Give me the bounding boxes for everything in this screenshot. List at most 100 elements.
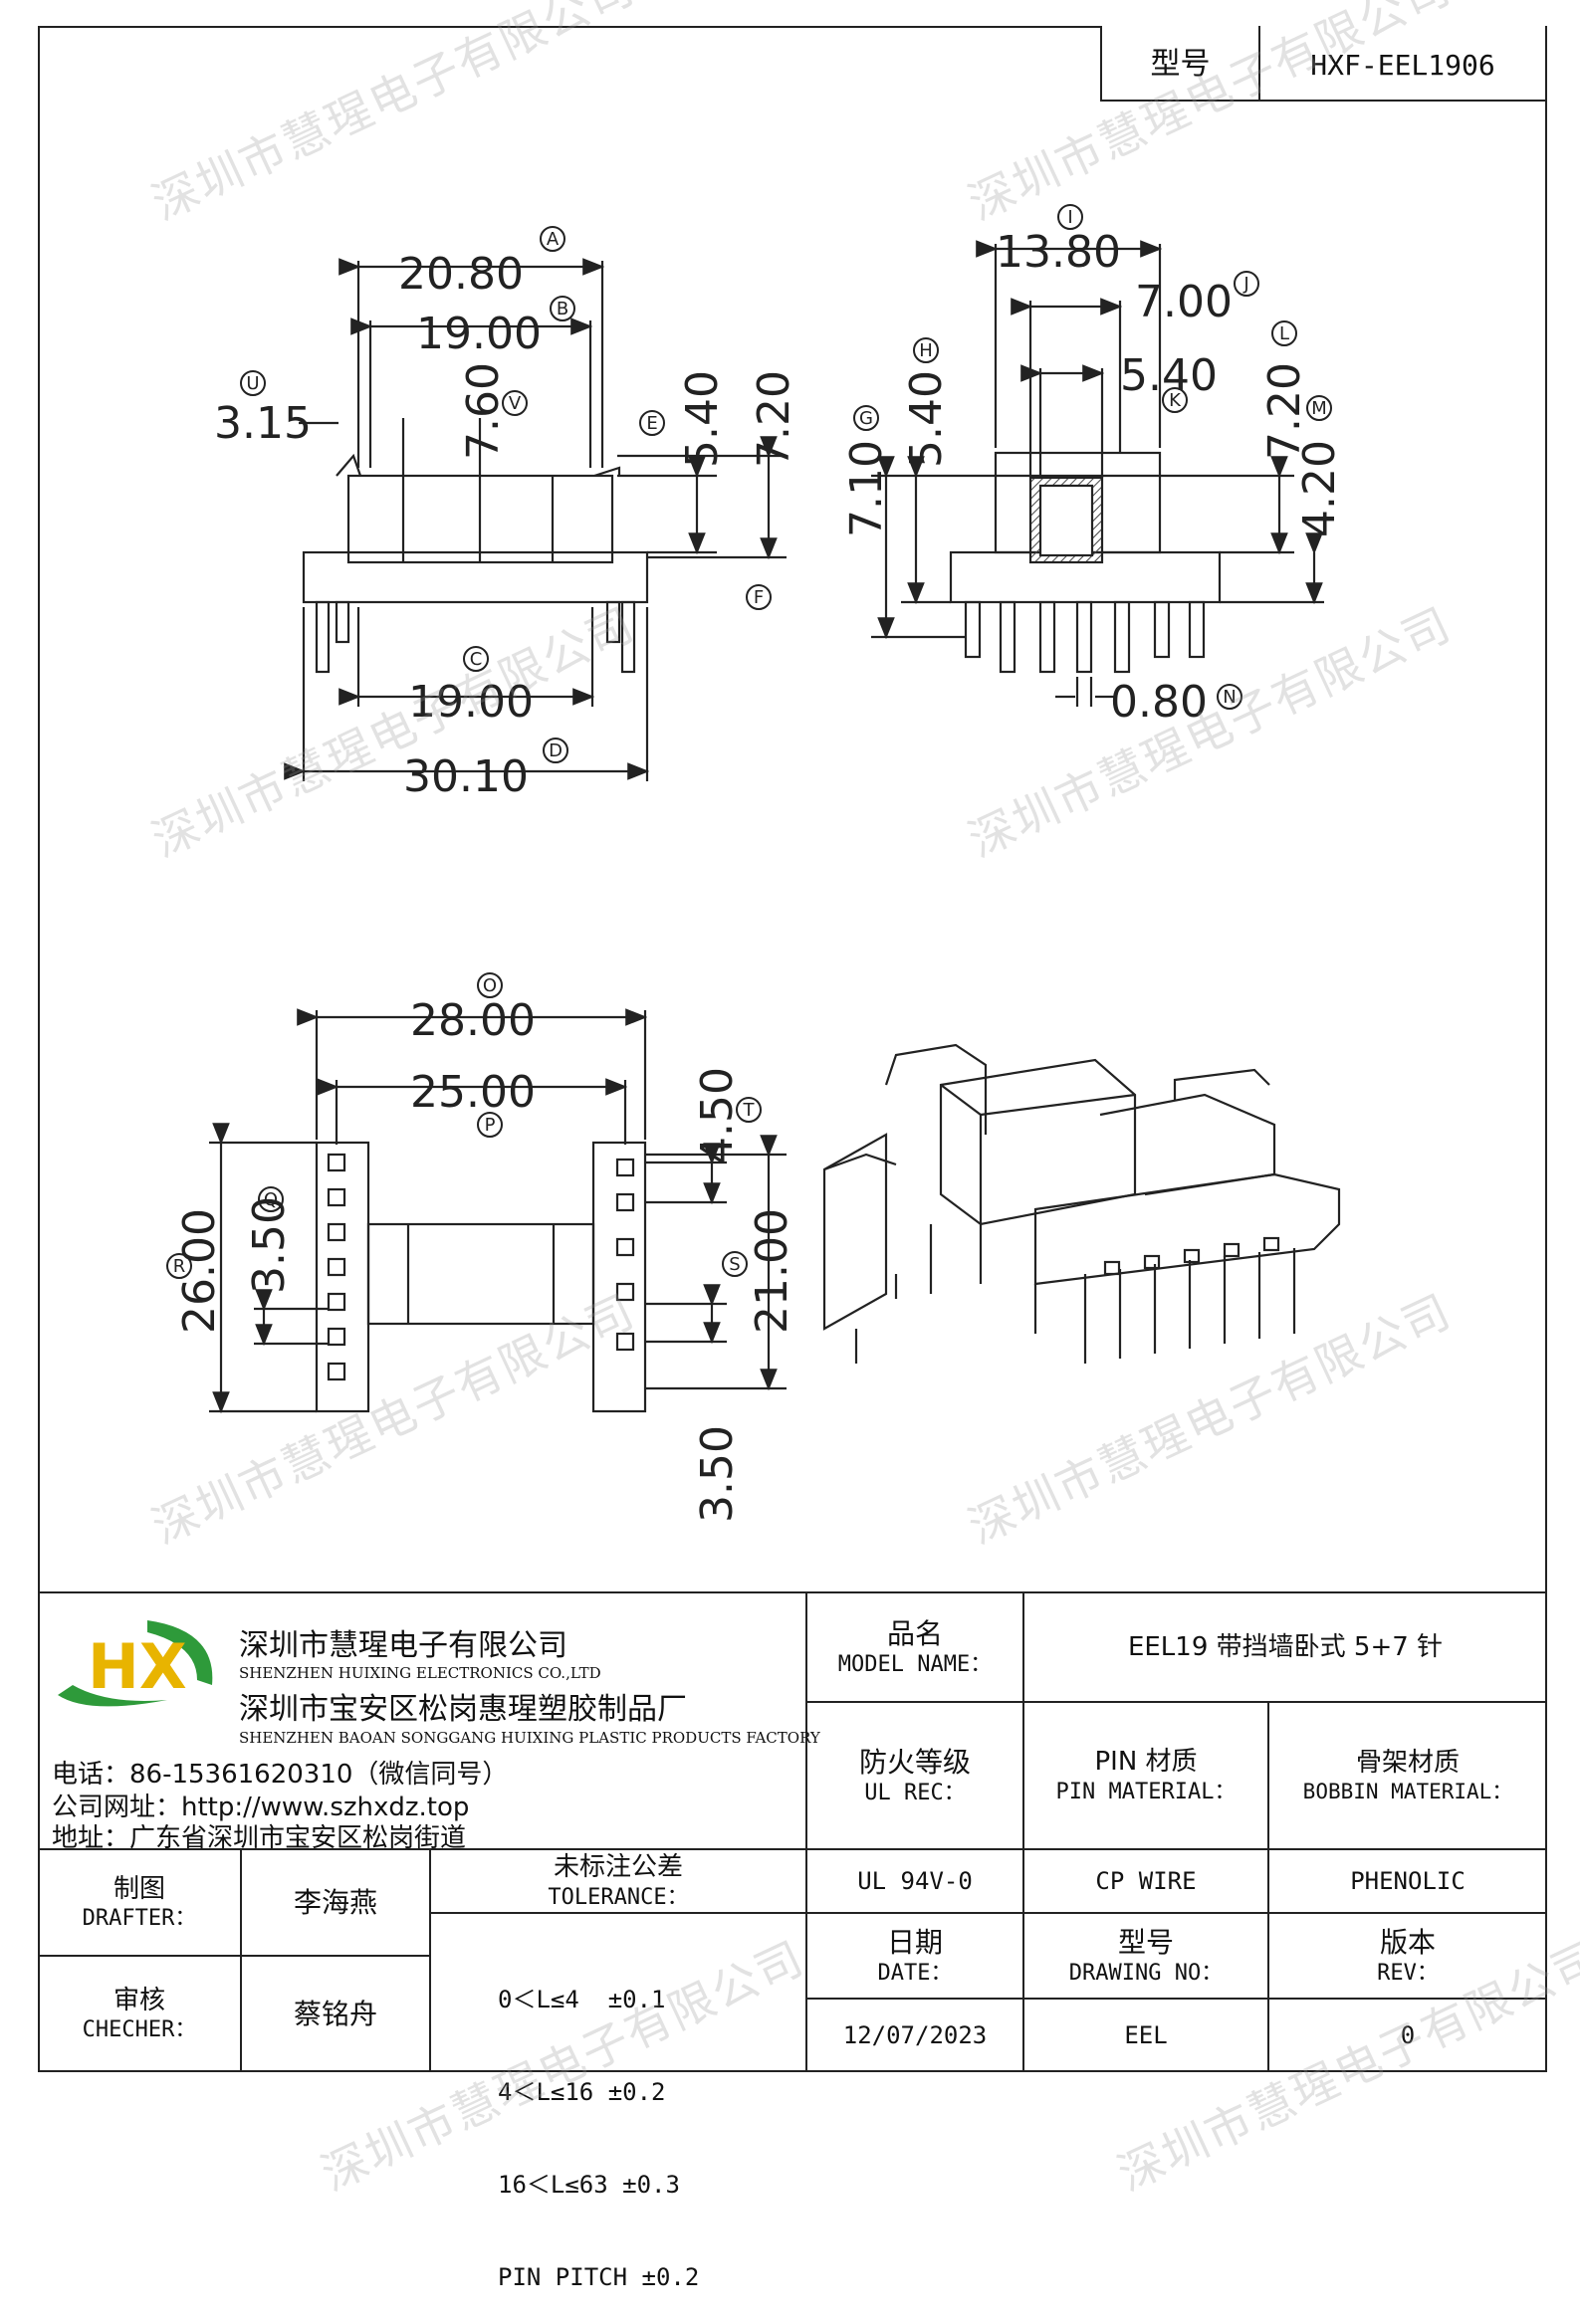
tag-c: C xyxy=(463,646,489,672)
tolerance-label-en: TOLERANCE： xyxy=(548,1884,689,1910)
side-view xyxy=(871,240,1324,707)
dim-g-value: 7.10 xyxy=(841,440,892,537)
header-divider xyxy=(1258,26,1260,102)
date-label: 日期 DATE： xyxy=(808,1915,1021,1997)
tag-d: D xyxy=(543,738,568,763)
dim-c-value: 19.00 xyxy=(408,677,534,728)
svg-text:C: C xyxy=(470,649,483,670)
factory-name-en: SHENZHEN BAOAN SONGGANG HUIXING PLASTIC … xyxy=(239,1729,820,1747)
title-block-grid xyxy=(38,1591,1547,2072)
tolerance-line: 0＜L≤4 ±0.1 xyxy=(498,1986,666,2013)
dim-q-value: 3.50 xyxy=(244,1196,295,1294)
dim-v-value: 7.60 xyxy=(458,362,509,460)
company-name-en: SHENZHEN HUIXING ELECTRONICS CO.,LTD xyxy=(239,1664,601,1682)
company-website[interactable]: 公司网址：http://www.szhxdz.top xyxy=(52,1793,470,1822)
factory-name-cn: 深圳市宝安区松岗惠瑆塑胶制品厂 xyxy=(239,1692,687,1727)
tag-r: R xyxy=(166,1253,192,1279)
pin-material-label-en: PIN MATERIAL： xyxy=(1055,1779,1237,1804)
svg-text:F: F xyxy=(754,587,764,608)
checker-value: 蔡铭舟 xyxy=(293,1998,377,2030)
svg-text:M: M xyxy=(1311,398,1327,419)
tag-v: V xyxy=(502,390,528,416)
tolerance-line: 16＜L≤63 ±0.3 xyxy=(498,2171,680,2199)
date-value: 12/07/2023 xyxy=(842,2021,988,2049)
tag-l: L xyxy=(1271,320,1297,346)
svg-text:V: V xyxy=(509,393,522,414)
model-name-label-en: MODEL NAME： xyxy=(837,1651,993,1677)
svg-text:L: L xyxy=(1279,323,1289,344)
ul-rec-value: UL 94V-0 xyxy=(857,1867,973,1895)
tag-u: U xyxy=(240,370,266,396)
dim-o-value: 28.00 xyxy=(410,995,536,1046)
drawing-frame xyxy=(38,26,1547,2072)
tag-h: H xyxy=(913,337,939,363)
tag-o: O xyxy=(477,972,503,998)
tag-j: J xyxy=(1234,271,1259,297)
svg-text:B: B xyxy=(557,299,568,319)
isometric-view xyxy=(822,1043,1341,1364)
header-model-box xyxy=(1100,26,1547,102)
svg-text:Q: Q xyxy=(264,1189,278,1210)
svg-text:G: G xyxy=(859,408,873,429)
svg-text:P: P xyxy=(485,1115,496,1136)
rev-label-cn: 版本 xyxy=(1379,1925,1436,1959)
bobbin-material-label-en: BOBBIN MATERIAL： xyxy=(1302,1780,1513,1804)
dim-j-value: 7.00 xyxy=(1135,277,1233,327)
drafter-value: 李海燕 xyxy=(293,1886,377,1919)
ul-rec-label-cn: 防火等级 xyxy=(858,1745,971,1779)
drawing-no-label-en: DRAWING NO： xyxy=(1068,1960,1224,1986)
tag-p: P xyxy=(477,1112,503,1138)
tag-f: F xyxy=(746,584,772,610)
svg-text:H: H xyxy=(919,340,933,361)
dim-a-value: 20.80 xyxy=(398,249,524,300)
svg-text:O: O xyxy=(483,975,497,996)
drafter-label-en: DRAFTER： xyxy=(82,1906,197,1931)
logo-text: HX xyxy=(88,1630,187,1703)
model-name-label-cn: 品名 xyxy=(886,1616,943,1650)
dim-p-value: 25.00 xyxy=(410,1067,536,1118)
tag-n: N xyxy=(1217,684,1242,710)
rev-label-en: REV： xyxy=(1377,1960,1439,1986)
company-address: 地址：广东省深圳市宝安区松岗街道 xyxy=(52,1823,467,1853)
rev-value: 0 xyxy=(1400,2021,1416,2049)
dim-t-value: 4.50 xyxy=(692,1067,743,1164)
date-label-en: DATE： xyxy=(877,1960,953,1986)
svg-text:S: S xyxy=(729,1254,740,1275)
dim-n-value: 0.80 xyxy=(1110,677,1208,728)
tag-b: B xyxy=(550,296,575,321)
tolerance-label: 未标注公差 TOLERANCE： xyxy=(432,1851,804,1911)
tag-m: M xyxy=(1306,395,1332,421)
tag-g: G xyxy=(853,405,879,431)
header-model-label: 型号 xyxy=(1150,47,1211,83)
bobbin-material-label: 骨架材质 BOBBIN MATERIAL： xyxy=(1270,1704,1545,1847)
dim-d-value: 30.10 xyxy=(403,751,529,802)
dim-i-value: 13.80 xyxy=(996,227,1121,278)
dim-l-value: 7.20 xyxy=(1259,362,1310,460)
front-view xyxy=(284,258,787,781)
svg-text:I: I xyxy=(1067,207,1072,228)
company-logo: HX xyxy=(58,1620,213,1707)
tag-s: S xyxy=(722,1251,748,1277)
tag-a: A xyxy=(540,226,565,252)
svg-text:U: U xyxy=(246,373,259,394)
svg-text:E: E xyxy=(646,413,657,434)
tolerance-line: PIN PITCH ±0.2 xyxy=(498,2263,700,2291)
dim-h-value: 5.40 xyxy=(901,370,952,468)
dim-b-value: 19.00 xyxy=(416,309,542,359)
ul-rec-label: 防火等级 UL REC： xyxy=(808,1704,1021,1847)
pin-material-label-cn: PIN 材质 xyxy=(1094,1747,1198,1777)
company-phone: 电话：86-15361620310（微信同号） xyxy=(52,1760,509,1790)
bottom-view xyxy=(209,1008,787,1414)
checker-label: 审核 CHECHER： xyxy=(40,1958,239,2070)
drawing-no-label-cn: 型号 xyxy=(1117,1925,1174,1959)
checker-label-cn: 审核 xyxy=(113,1985,165,2015)
svg-text:D: D xyxy=(549,740,563,761)
tolerance-values: 0＜L≤4 ±0.1 4＜L≤16 ±0.2 16＜L≤63 ±0.3 PIN … xyxy=(498,1923,796,2324)
svg-text:N: N xyxy=(1223,687,1236,708)
tag-t: T xyxy=(736,1097,762,1123)
header-model-value: HXF-EEL1906 xyxy=(1310,48,1495,82)
dim-r-value: 26.00 xyxy=(174,1208,225,1334)
tag-q: Q xyxy=(258,1186,284,1212)
svg-text:J: J xyxy=(1242,274,1248,295)
model-name-label: 品名 MODEL NAME： xyxy=(808,1594,1021,1700)
